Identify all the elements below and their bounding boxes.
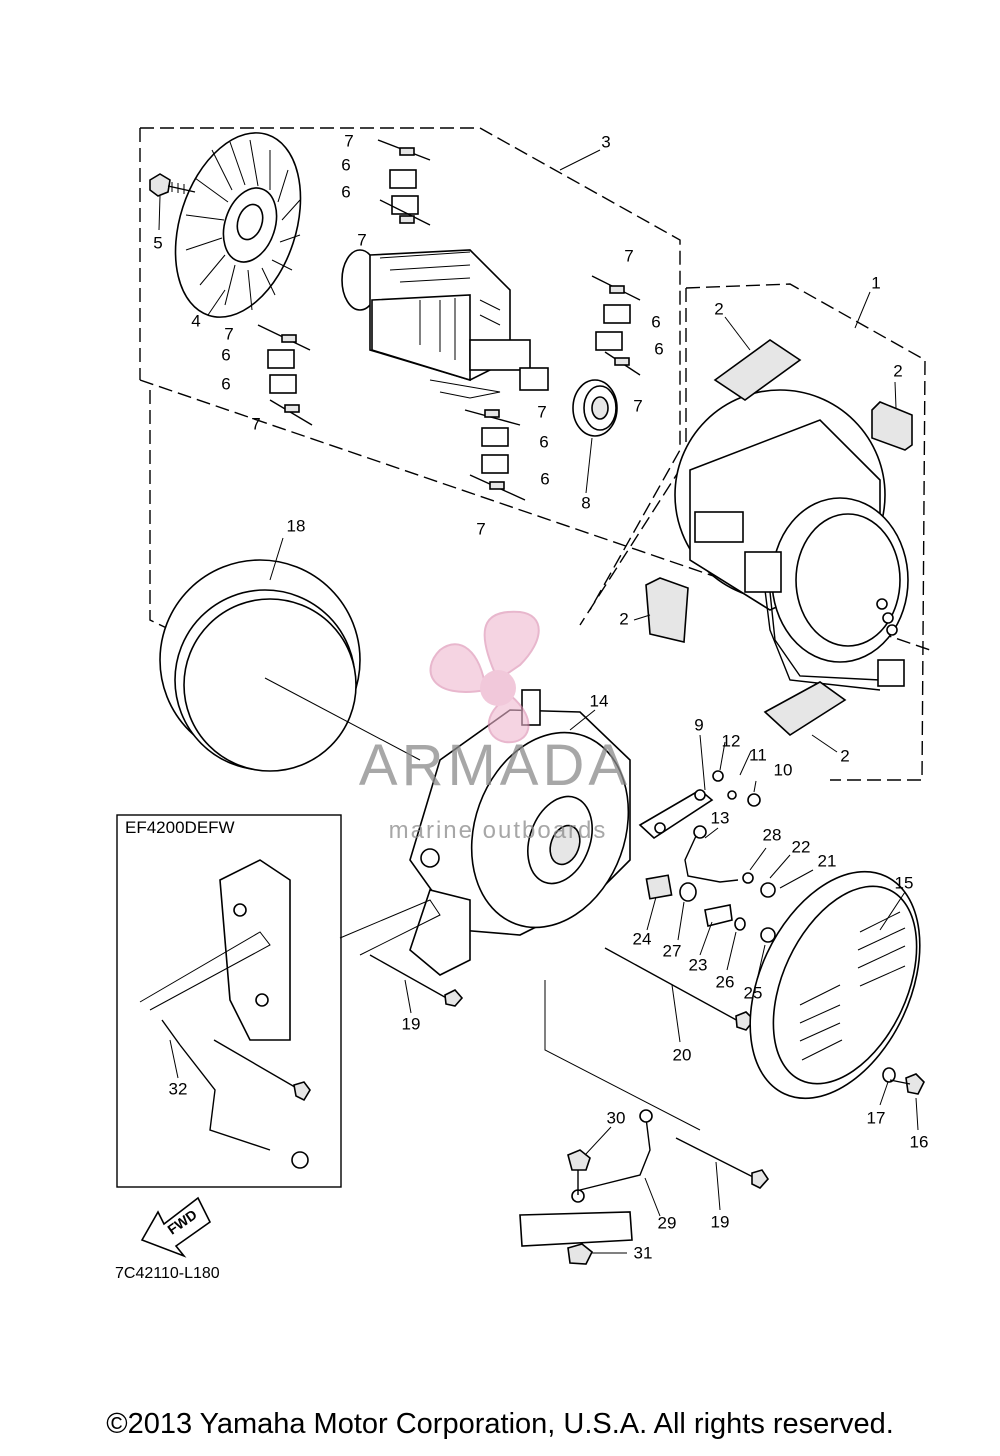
callout-10: 10 (774, 760, 793, 779)
callout-12: 12 (722, 731, 741, 750)
callout-2: 2 (893, 361, 902, 380)
watermark-logo (429, 610, 540, 744)
housing (409, 689, 631, 976)
callout-28: 28 (763, 825, 782, 844)
callout-5: 5 (153, 233, 162, 252)
callout-1: 1 (871, 273, 880, 292)
callout-26: 26 (716, 972, 735, 991)
callout-13: 13 (711, 808, 730, 827)
watermark-tagline: marine outboards (389, 817, 608, 844)
callout-14: 14 (590, 691, 609, 710)
callout-9: 9 (694, 715, 703, 734)
callout-19: 19 (711, 1212, 730, 1231)
diodes (257, 139, 641, 501)
callout-19: 19 (402, 1014, 421, 1033)
callout-7: 7 (344, 131, 353, 150)
callout-29: 29 (658, 1213, 677, 1232)
callout-16: 16 (910, 1132, 929, 1151)
callout-7: 7 (624, 246, 633, 265)
callout-6: 6 (221, 374, 230, 393)
callout-6: 6 (654, 339, 663, 358)
callout-24: 24 (633, 929, 652, 948)
through-bolts (369, 947, 770, 1189)
callout-6: 6 (341, 182, 350, 201)
callout-7: 7 (357, 230, 366, 249)
callout-4: 4 (191, 311, 200, 330)
callout-23: 23 (689, 955, 708, 974)
callout-6: 6 (539, 432, 548, 451)
brush-holder (638, 770, 776, 898)
callout-27: 27 (663, 941, 682, 960)
callout-7: 7 (633, 396, 642, 415)
inset-title: EF4200DEFW (125, 818, 235, 837)
ground-lead (519, 1109, 653, 1265)
callout-25: 25 (744, 983, 763, 1002)
band (159, 559, 361, 772)
insulators (645, 339, 913, 737)
rotor (341, 249, 549, 399)
bearing (572, 379, 618, 437)
callout-2: 2 (714, 299, 723, 318)
callout-22: 22 (792, 837, 811, 856)
callout-20: 20 (673, 1045, 692, 1064)
leader-lines (139, 149, 919, 1254)
fan-bolt (149, 173, 196, 197)
callout-32: 32 (169, 1079, 188, 1098)
callout-7: 7 (537, 402, 546, 421)
diagram-code: 7C42110-L180 (115, 1265, 220, 1282)
inset-box (116, 814, 342, 1188)
callout-6: 6 (341, 155, 350, 174)
callout-21: 21 (818, 851, 837, 870)
callout-7: 7 (476, 519, 485, 538)
callout-7: 7 (224, 324, 233, 343)
copyright-notice: ©2013 Yamaha Motor Corporation, U.S.A. A… (106, 1408, 894, 1440)
watermark-brand: ARMADA (359, 733, 631, 798)
callout-6: 6 (540, 469, 549, 488)
callout-18: 18 (287, 516, 306, 535)
callout-3: 3 (601, 132, 610, 151)
callout-8: 8 (581, 493, 590, 512)
fan (174, 132, 302, 318)
stator (674, 389, 909, 691)
callout-11: 11 (749, 745, 767, 764)
callout-2: 2 (840, 746, 849, 765)
callout-31: 31 (634, 1243, 653, 1262)
callout-17: 17 (867, 1108, 886, 1127)
callout-6: 6 (651, 312, 660, 331)
callouts: 1 2 2 2 2 3 4 5 6 6 6 6 6 6 6 6 7 7 7 7 … (153, 131, 928, 1262)
fwd-arrow-icon: FWD (140, 1196, 212, 1258)
small-hardware (645, 874, 776, 943)
callout-2: 2 (619, 609, 628, 628)
callout-6: 6 (221, 345, 230, 364)
callout-30: 30 (607, 1108, 626, 1127)
rear-cover (749, 870, 925, 1100)
callout-15: 15 (895, 873, 914, 892)
callout-7: 7 (251, 414, 260, 433)
